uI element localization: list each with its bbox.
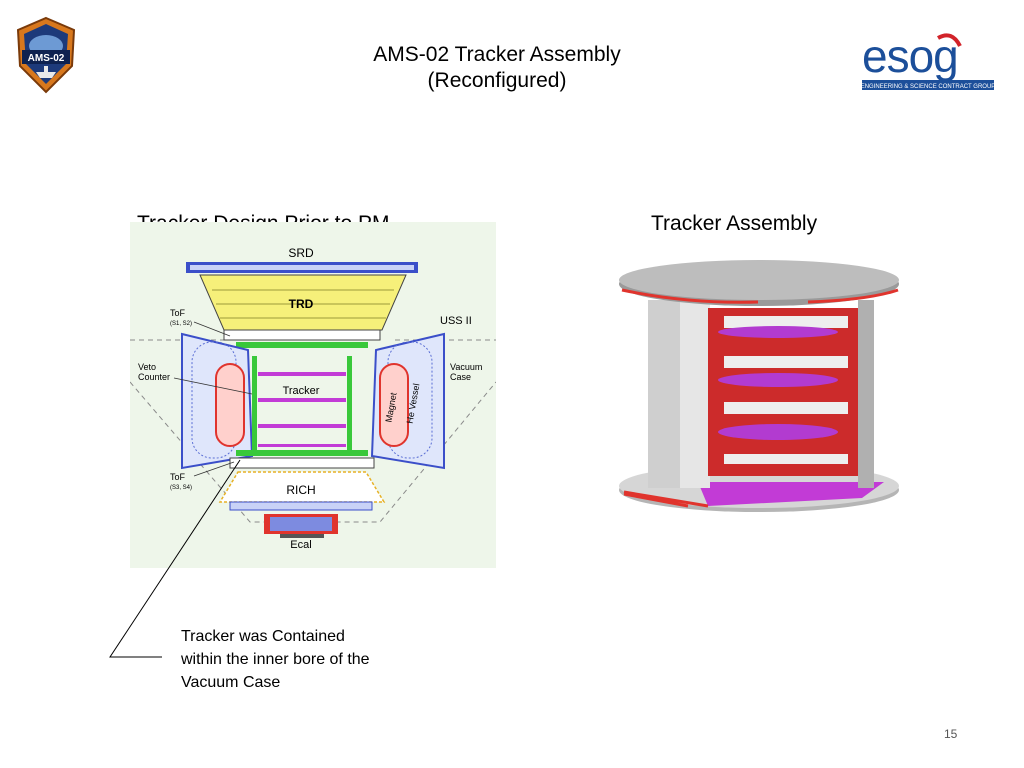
ecal-stand xyxy=(280,534,324,538)
tracker-label: Tracker xyxy=(283,385,320,397)
cylinder-shell-highlight xyxy=(680,300,710,488)
rich-cone xyxy=(218,471,386,503)
tracker-plane xyxy=(258,372,346,376)
tracker-shelf xyxy=(724,402,848,414)
lower-tof-green xyxy=(236,450,368,456)
tracker-wall-left xyxy=(252,356,257,450)
cylinder-shell-right xyxy=(858,300,874,488)
trd-cone xyxy=(199,274,407,331)
bottom-plate-purple xyxy=(698,482,884,506)
annotation-note: Tracker was Contained within the inner b… xyxy=(181,625,431,694)
upper-tof-label: ToF xyxy=(170,308,186,318)
tracker-wall-right xyxy=(347,356,352,450)
tracker-plane xyxy=(258,424,346,428)
right-he-vessel xyxy=(387,341,433,459)
escg-tagline: ENGINEERING & SCIENCE CONTRACT GROUP xyxy=(861,84,996,90)
slide-title: AMS-02 Tracker Assembly (Reconfigured) xyxy=(262,42,732,94)
detector-cross-section-diagram: SRD TRD ToF (S1, S2) USS II Veto Counter… xyxy=(130,222,496,568)
upper-tof-plane xyxy=(223,329,381,341)
lower-tof-plane xyxy=(229,457,375,469)
top-flange-red xyxy=(621,288,899,304)
slide-title-line2: (Reconfigured) xyxy=(427,69,567,92)
top-flange-top xyxy=(619,260,899,300)
lower-tof-label: ToF xyxy=(170,472,186,482)
note-line2: within the inner bore of the xyxy=(181,651,370,668)
slide-title-line1: AMS-02 Tracker Assembly xyxy=(373,43,621,66)
tracker-plane xyxy=(258,444,346,447)
veto-leader xyxy=(173,377,253,395)
escg-wordmark: esog xyxy=(862,30,958,82)
note-line3: Vacuum Case xyxy=(181,674,281,691)
trd-label: TRD xyxy=(289,297,314,311)
tracker-layer-disc xyxy=(718,373,838,387)
veto-label-line2: Counter xyxy=(138,372,170,382)
right-magnet xyxy=(379,363,409,447)
veto-label-line1: Veto xyxy=(138,362,156,372)
lower-tof-sublabel: (S3, S4) xyxy=(170,485,192,491)
tracker-shelf xyxy=(724,454,848,464)
uss-label: USS II xyxy=(440,315,472,327)
ecal-label: Ecal xyxy=(290,539,311,551)
vacuum-case-label-line2: Case xyxy=(450,372,471,382)
srd-label: SRD xyxy=(288,246,314,260)
tracker-layer-disc xyxy=(718,326,838,338)
escg-logo: esog ENGINEERING & SCIENCE CONTRACT GROU… xyxy=(861,30,996,90)
tracker-plane xyxy=(258,398,346,402)
tracker-shelf xyxy=(724,356,848,368)
rich-label: RICH xyxy=(286,483,315,497)
bottom-flange-red xyxy=(623,490,709,508)
vacuum-case-label-line1: Vacuum xyxy=(450,362,482,372)
note-line1: Tracker was Contained xyxy=(181,628,345,645)
rich-base xyxy=(229,501,373,511)
upper-tof-green xyxy=(236,342,368,348)
page-number: 15 xyxy=(944,727,958,741)
tracker-shelf xyxy=(724,316,848,328)
ams-badge-text: AMS-02 xyxy=(28,53,65,64)
left-magnet xyxy=(215,363,245,447)
tracker-layer-disc xyxy=(718,424,838,440)
right-diagram-caption: Tracker Assembly xyxy=(651,212,818,235)
upper-tof-leader xyxy=(193,321,231,337)
tracker-assembly-3d xyxy=(619,260,899,512)
ams02-badge-logo: AMS-02 xyxy=(16,16,76,94)
ecal-body xyxy=(270,517,332,531)
srd-plate-inner xyxy=(190,265,414,270)
upper-tof-sublabel: (S1, S2) xyxy=(170,321,192,327)
